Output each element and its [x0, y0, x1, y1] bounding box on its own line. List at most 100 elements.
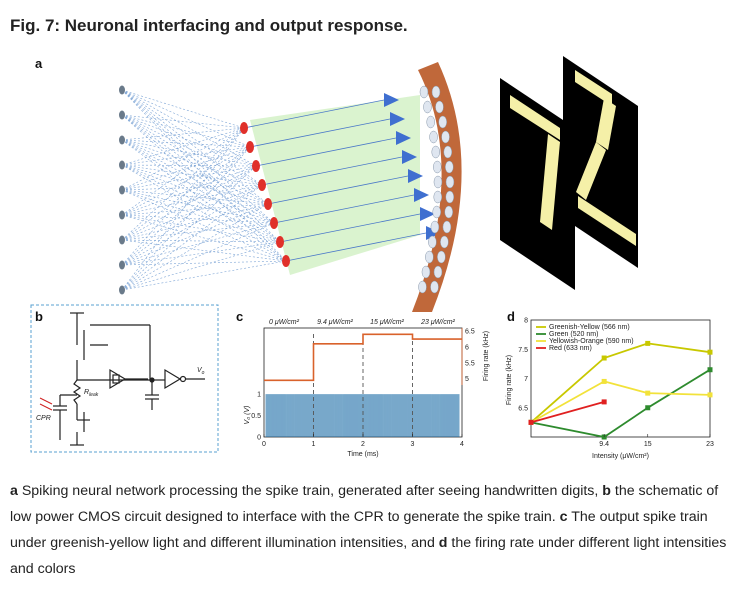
caption-part: a [10, 483, 18, 499]
input-neuron [119, 285, 125, 295]
synapse-link [121, 89, 287, 262]
y-left-tick-label: 0 [257, 435, 261, 442]
synapse-link [121, 165, 257, 191]
synapse-link [121, 127, 245, 266]
caption-part: b [602, 483, 611, 499]
hidden-neuron [264, 198, 272, 210]
output-neuron [445, 190, 455, 204]
x-tick-label: 0 [262, 441, 266, 448]
data-point [707, 392, 713, 398]
y-left-axis-label: V₀ (V) [244, 406, 251, 425]
caption-part: Spiking neural network processing the sp… [17, 483, 603, 499]
output-neuron [444, 205, 453, 219]
series-line [530, 380, 711, 424]
y-right-tick-label: 6.5 [465, 329, 475, 336]
legend-label: Green (520 nm) [549, 331, 598, 338]
legend-label: Red (633 nm) [549, 345, 592, 352]
output-neuron [430, 220, 440, 234]
synapse-link [121, 184, 263, 191]
synapse-link [121, 89, 263, 186]
chart-d-frame [530, 319, 711, 438]
figure-caption: a Spiking neural network processing the … [10, 478, 732, 582]
synapse-link [121, 114, 275, 224]
input-neuron [119, 235, 125, 245]
intensity-label: 0 μW/cm² [269, 319, 300, 326]
output-neuron [433, 160, 442, 174]
synapse-link [121, 222, 275, 291]
synapse-link [121, 214, 287, 262]
synapse-link [121, 241, 281, 266]
intensity-label: 23 μW/cm² [420, 319, 455, 326]
data-point [707, 367, 713, 373]
output-neuron [445, 175, 455, 189]
output-neuron [425, 250, 434, 264]
synapse-link [121, 203, 269, 216]
input-neuron [119, 85, 125, 95]
synapse-link [121, 127, 245, 291]
y-left-tick-label: 1 [257, 392, 261, 399]
hidden-neuron [282, 255, 290, 267]
data-point [528, 419, 534, 425]
synapse-link [121, 139, 251, 148]
output-neuron [429, 130, 438, 144]
synapse-link [121, 189, 275, 224]
output-neuron [432, 205, 441, 219]
hidden-neuron [246, 141, 254, 153]
synapse-link [121, 89, 257, 167]
output-neuron [418, 280, 427, 294]
synapse-link [121, 114, 251, 148]
synapse-link [121, 203, 269, 291]
synapse-link [121, 214, 281, 243]
figure-graphic: a b c d [30, 56, 714, 461]
y-tick-label: 6.5 [518, 405, 528, 412]
synapse-link [121, 165, 257, 241]
output-neuron [445, 160, 454, 174]
intensity-label: 15 μW/cm² [370, 319, 404, 326]
arrowhead [396, 131, 411, 145]
data-point [645, 390, 651, 396]
output-link [273, 194, 415, 224]
arrowhead [408, 169, 423, 183]
arrowhead [390, 112, 405, 126]
output-link [267, 175, 409, 205]
synapse-link [121, 214, 275, 224]
y-right-tick-label: 6 [465, 345, 469, 352]
y-tick-label: 7 [524, 376, 528, 383]
x-tick-label: 9.4 [599, 441, 609, 448]
synapse-link [121, 114, 269, 205]
y-tick-label: 8 [524, 318, 528, 325]
synapse-link [121, 189, 287, 262]
data-point [601, 399, 607, 405]
synapse-link [121, 114, 245, 129]
x-axis-label: Time (ms) [347, 451, 378, 458]
input-neuron [119, 260, 125, 270]
projection-fan [250, 95, 420, 275]
output-neuron [435, 100, 444, 114]
output-link [285, 232, 427, 262]
synapse-link [121, 164, 269, 205]
synapse-link [121, 89, 269, 205]
output-neuron [431, 145, 441, 159]
synapse-link [121, 260, 287, 266]
data-point [601, 355, 607, 361]
output-link [243, 99, 385, 129]
synapse-link [121, 89, 281, 243]
panel-label-a: a [35, 56, 43, 71]
network-diagram [119, 62, 462, 312]
legend-label: Greenish-Yellow (566 nm) [549, 324, 630, 331]
panel-label-b: b [35, 309, 43, 324]
synapse-link [121, 127, 245, 166]
synapse-link [121, 239, 287, 262]
data-point [645, 405, 651, 411]
panel-label-c: c [236, 309, 243, 324]
synapse-link [121, 89, 251, 148]
synapse-link [121, 184, 263, 291]
hidden-neuron [252, 160, 260, 172]
output-neuron [431, 85, 441, 99]
arrowhead [402, 150, 417, 164]
output-link [255, 137, 397, 167]
input-neuron [119, 160, 125, 170]
hidden-neuron [270, 217, 278, 229]
synapse-link [121, 146, 251, 166]
